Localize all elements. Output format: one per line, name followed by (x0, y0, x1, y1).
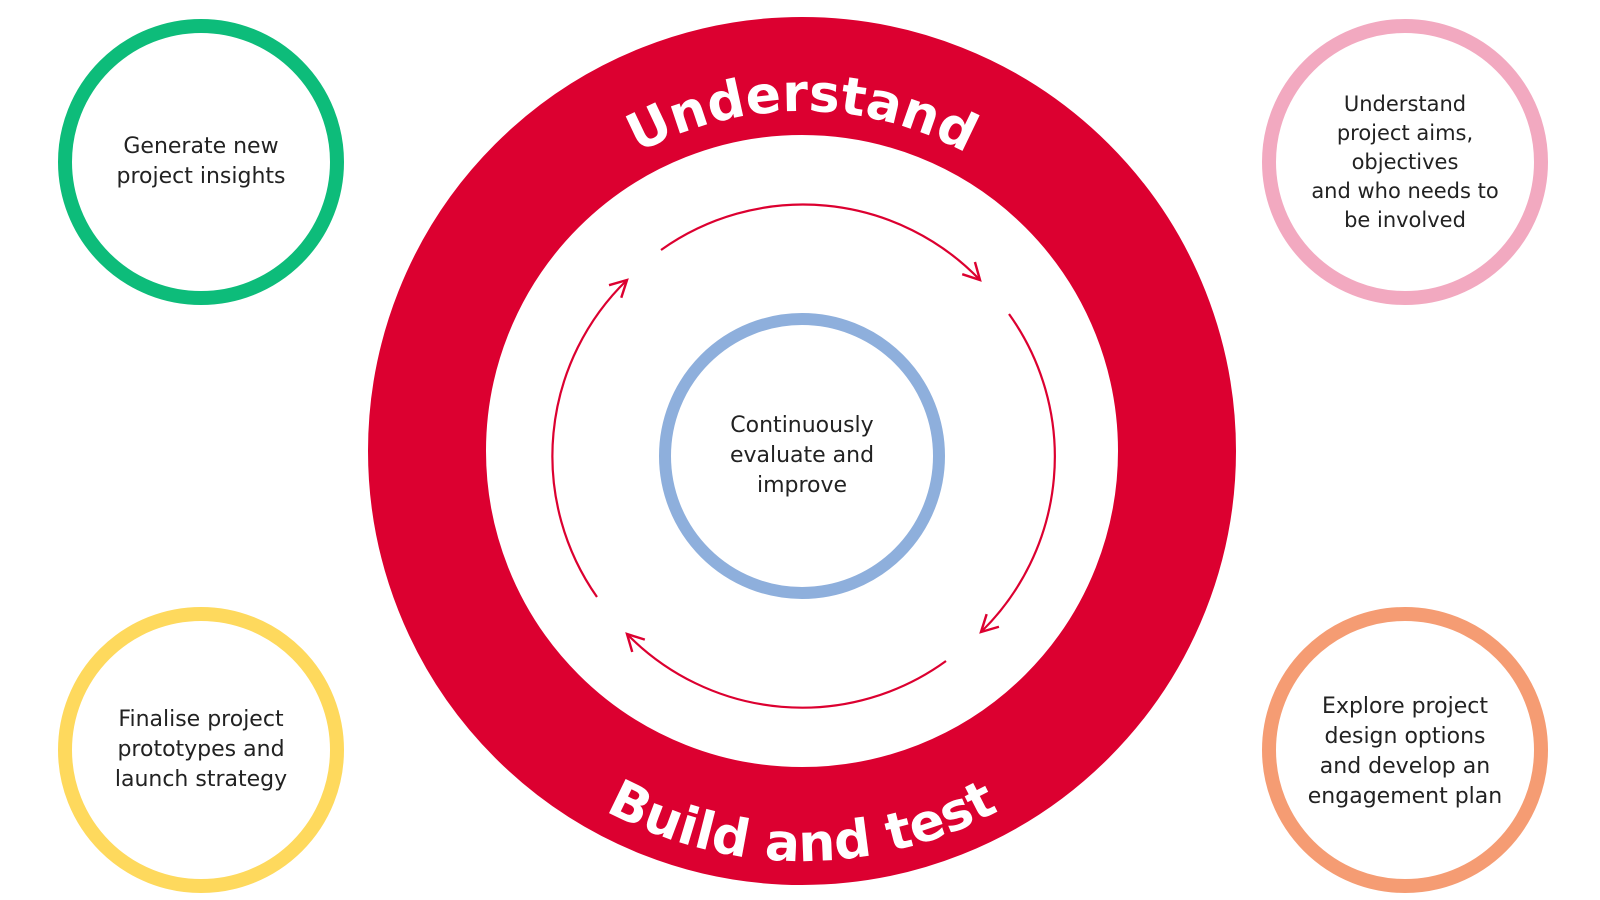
node-ring-orange (1262, 607, 1548, 893)
cycle-arrow-right (979, 313, 1056, 634)
main-cycle-ring (368, 17, 1236, 885)
node-text-top-left: Generate new project insights (116, 134, 286, 189)
cycle-arrow-left (551, 278, 629, 598)
node-ring-yellow (58, 607, 344, 893)
node-text-top-right: Understand project aims, objectives and … (1311, 91, 1499, 232)
ring-label-explore: Explore (1346, 331, 1422, 572)
ring-label-launch: Launch (182, 336, 256, 565)
cycle-arrow-top (660, 203, 982, 282)
center-ring (659, 313, 945, 599)
node-ring-pink (1262, 19, 1548, 305)
center-text: Continuously evaluate and improve (729, 413, 875, 498)
node-ring-green (58, 19, 344, 305)
node-text-bottom-right: Explore project design options and devel… (1307, 694, 1503, 809)
cycle-arrow-bottom (625, 632, 947, 709)
node-text-bottom-left: Finalise project prototypes and launch s… (114, 707, 288, 792)
